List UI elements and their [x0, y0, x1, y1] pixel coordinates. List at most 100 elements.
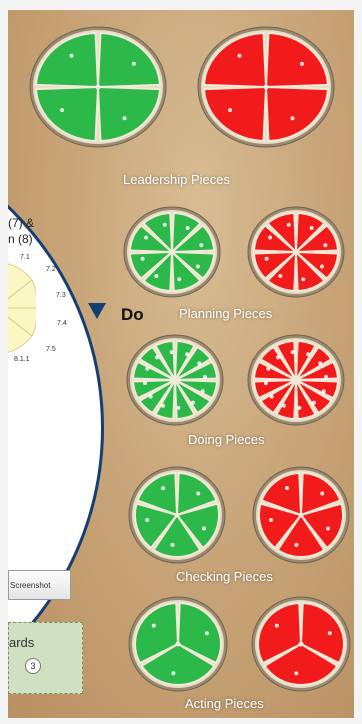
piece-dot [326, 527, 330, 531]
cards-panel[interactable]: ards 3 [8, 622, 83, 694]
piece-dot [266, 367, 270, 371]
piece-dot [186, 226, 190, 230]
green-planning-piece[interactable] [122, 205, 222, 299]
red-acting-piece[interactable] [250, 595, 352, 693]
piece-dot [170, 543, 174, 547]
piece-hub [264, 85, 269, 90]
clause-label: 7.3 [56, 292, 66, 299]
section-title-line-2: n (8) [8, 231, 34, 247]
piece-segment [266, 33, 328, 87]
piece-dot [270, 395, 274, 399]
clause-label: 7.5 [46, 346, 56, 353]
piece-dot [297, 406, 301, 410]
red-checking-piece[interactable] [251, 465, 351, 565]
piece-dot [320, 265, 324, 269]
piece-dot [287, 223, 291, 227]
piece-dot [269, 518, 273, 522]
piece-dot [278, 274, 282, 278]
piece-dot [154, 274, 158, 278]
red-leadership-piece[interactable] [196, 25, 336, 149]
piece-dot [306, 352, 310, 356]
green-acting-piece[interactable] [127, 595, 229, 693]
piece-segment [204, 87, 266, 141]
red-doing-piece[interactable] [246, 333, 346, 427]
piece-dot [294, 671, 298, 675]
piece-dot [290, 116, 294, 120]
piece-dot [144, 235, 148, 239]
piece-hub [294, 250, 299, 255]
piece-dot [176, 406, 180, 410]
piece-dot [320, 491, 324, 495]
piece-dot [191, 401, 195, 405]
cards-count-badge: 3 [25, 658, 41, 674]
leadership-pieces-label: Leadership Pieces [123, 172, 230, 187]
piece-dot [143, 381, 147, 385]
piece-dot [196, 491, 200, 495]
checking-pieces-label: Checking Pieces [176, 569, 273, 584]
piece-dot [275, 624, 279, 628]
piece-segment [36, 33, 98, 87]
piece-dot [322, 389, 326, 393]
piece-dot [145, 367, 149, 371]
piece-dot [324, 375, 328, 379]
piece-dot [203, 375, 207, 379]
piece-dot [152, 624, 156, 628]
piece-dot [185, 352, 189, 356]
acting-pieces-label: Acting Pieces [185, 696, 264, 711]
clause-label: 7.2 [46, 266, 56, 273]
piece-dot [199, 243, 203, 247]
clause-pie-wedge [8, 262, 36, 354]
piece-hub [176, 642, 181, 647]
piece-dot [155, 355, 159, 359]
piece-dot [202, 527, 206, 531]
piece-dot [161, 404, 165, 408]
green-checking-piece[interactable] [127, 465, 227, 565]
game-board: (7) & n (8) 7.1 7.2 7.3 7.4 7.5 8.1.1 Do… [8, 10, 354, 718]
piece-dot [300, 62, 304, 66]
piece-dot [163, 223, 167, 227]
piece-dot [132, 62, 136, 66]
green-doing-piece[interactable] [125, 333, 225, 427]
piece-dot [228, 108, 232, 112]
piece-dot [201, 389, 205, 393]
piece-dot [171, 671, 175, 675]
clause-label: 8.1.1 [14, 356, 30, 363]
piece-dot [276, 355, 280, 359]
piece-dot [328, 631, 332, 635]
piece-dot [205, 631, 209, 635]
piece-dot [196, 265, 200, 269]
piece-dot [323, 243, 327, 247]
piece-hub [299, 642, 304, 647]
piece-dot [141, 257, 145, 261]
piece-dot [282, 404, 286, 408]
piece-dot [238, 54, 242, 58]
cards-label: ards [9, 635, 34, 650]
section-title: (7) & n (8) [8, 215, 34, 247]
piece-dot [301, 277, 305, 281]
piece-hub [175, 513, 180, 518]
section-title-line-1: (7) & [8, 215, 34, 231]
screenshot-button[interactable]: Screenshot [8, 570, 71, 600]
piece-dot [70, 54, 74, 58]
clause-label: 7.1 [20, 254, 30, 261]
piece-dot [170, 350, 174, 354]
piece-dot [310, 226, 314, 230]
planning-pieces-label: Planning Pieces [179, 306, 272, 321]
piece-dot [291, 350, 295, 354]
screenshot-button-label: Screenshot [10, 581, 50, 590]
piece-dot [122, 116, 126, 120]
piece-dot [264, 381, 268, 385]
piece-dot [265, 257, 269, 261]
piece-dot [177, 277, 181, 281]
red-planning-piece[interactable] [246, 205, 346, 299]
clause-label: 7.4 [57, 320, 67, 327]
do-phase-label: Do [121, 305, 144, 325]
green-leadership-piece[interactable] [28, 25, 168, 149]
piece-dot [268, 235, 272, 239]
piece-hub [173, 378, 178, 383]
piece-segment [204, 33, 266, 87]
piece-dot [161, 486, 165, 490]
piece-dot [145, 518, 149, 522]
doing-pieces-label: Doing Pieces [188, 432, 265, 447]
piece-hub [299, 513, 304, 518]
